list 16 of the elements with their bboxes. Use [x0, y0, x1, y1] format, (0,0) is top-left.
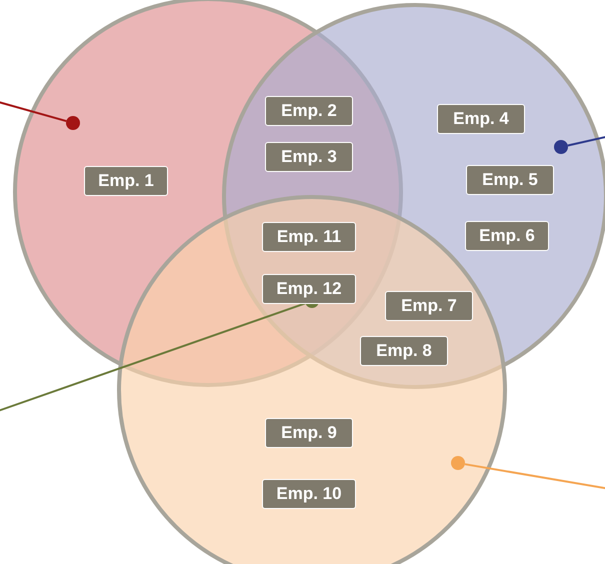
employee-label: Emp. 12 [262, 274, 356, 304]
employee-label: Emp. 5 [466, 165, 554, 195]
leader-line [0, 302, 306, 413]
employee-label: Emp. 2 [265, 96, 353, 126]
employee-label: Emp. 11 [262, 222, 356, 252]
employee-label: Emp. 8 [360, 336, 448, 366]
employee-label: Emp. 9 [265, 418, 353, 448]
employee-label: Emp. 4 [437, 104, 525, 134]
leader-line [464, 463, 605, 490]
employee-label: Emp. 6 [465, 221, 549, 251]
leader-line [568, 135, 605, 146]
employee-label: Emp. 7 [385, 291, 473, 321]
leader-line [0, 100, 67, 122]
employee-label: Emp. 3 [265, 142, 353, 172]
employee-label: Emp. 10 [262, 479, 356, 509]
employee-label: Emp. 1 [84, 166, 168, 196]
